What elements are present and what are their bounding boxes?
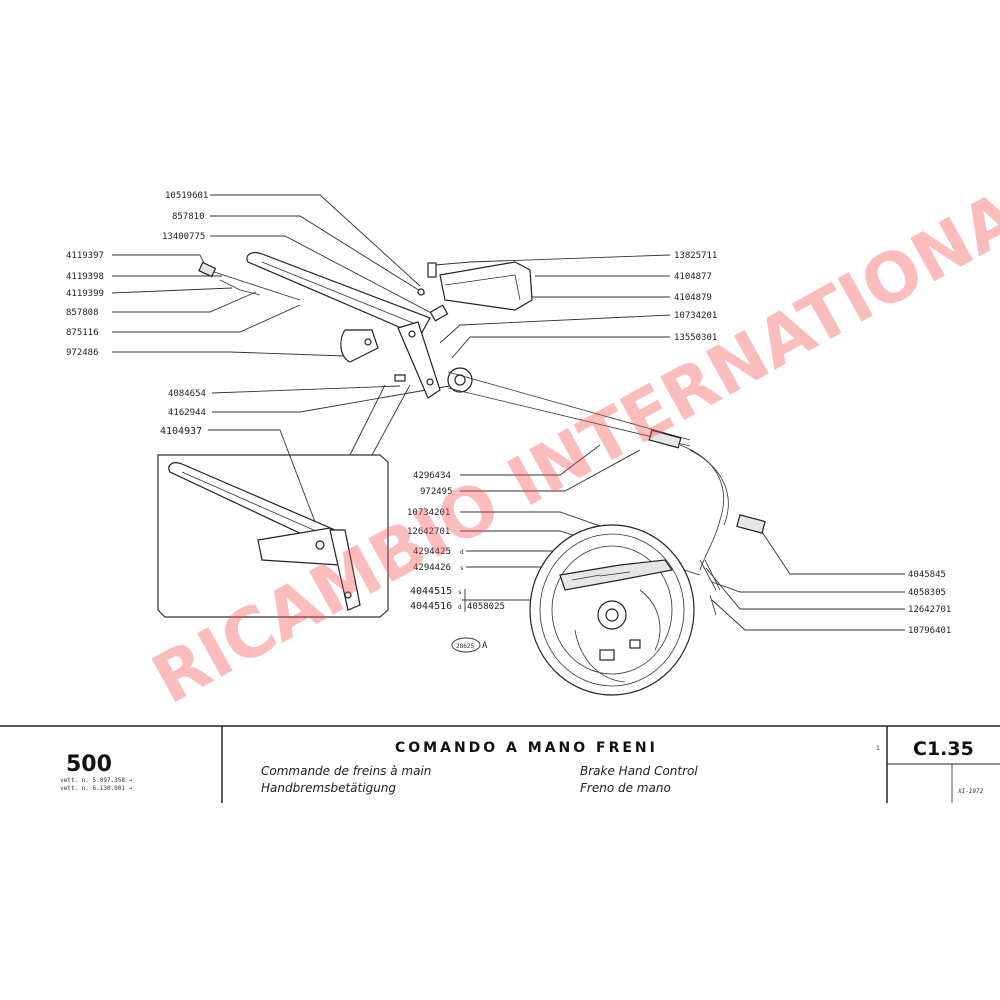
label-12642701-mid: 12642701 — [407, 527, 450, 537]
label-4045845: 4045845 — [908, 570, 946, 580]
revision-mark: 1 — [876, 745, 880, 752]
cable-pulley — [447, 367, 729, 571]
marker-4044516: d — [458, 604, 462, 611]
label-4044515: 4044515 — [410, 586, 452, 597]
title-spanish: Freno de mano — [580, 781, 671, 795]
drawing-ref-suffix: A — [482, 641, 488, 651]
marker-4294426: s — [460, 565, 464, 572]
label-857810: 857810 — [172, 212, 205, 222]
clip-part — [736, 514, 766, 534]
label-12642701-right: 12642701 — [908, 605, 951, 615]
label-10796401: 10796401 — [908, 626, 951, 636]
label-4119397: 4119397 — [66, 251, 104, 261]
label-13550301: 13550301 — [674, 333, 717, 343]
label-4058025: 4058025 — [467, 602, 505, 612]
label-10734201-mid: 10734201 — [407, 508, 450, 518]
chassis-range-1: vett. n. 5.097.358 → — [60, 777, 133, 784]
mounting-bracket — [427, 261, 533, 311]
model-number: 500 — [66, 752, 112, 777]
inset-detail — [157, 384, 411, 618]
label-875116: 875116 — [66, 328, 99, 338]
label-10519601: 10519601 — [165, 191, 208, 201]
left-leader-lines — [111, 194, 456, 536]
handbrake-lever — [198, 251, 449, 399]
label-4044516: 4044516 — [410, 601, 452, 612]
title-german: Handbremsbetätigung — [261, 781, 396, 795]
right-labels: 13825711 4104877 4104879 10734201 135503… — [674, 251, 951, 636]
label-972486: 972486 — [66, 348, 99, 358]
label-4294426: 4294426 — [413, 563, 451, 573]
table-code: C1.35 — [913, 738, 974, 760]
drawing-reference: 28625 A — [451, 637, 488, 653]
label-13400775: 13400775 — [162, 232, 205, 242]
marker-4294425: d — [460, 549, 464, 556]
label-4058305: 4058305 — [908, 588, 946, 598]
label-4294425: 4294425 — [413, 547, 451, 557]
right-leader-lines — [434, 254, 905, 631]
chassis-range-2: vett. n. 6.130.001 → — [60, 785, 133, 792]
label-4104879: 4104879 — [674, 293, 712, 303]
label-972495: 972495 — [420, 487, 453, 497]
label-4104877: 4104877 — [674, 272, 712, 282]
issue-date: XI-1972 — [957, 788, 984, 795]
marker-4044515: s — [458, 589, 462, 596]
label-4119398: 4119398 — [66, 272, 104, 282]
brake-backplate — [529, 524, 721, 696]
title-block: 500 vett. n. 5.097.358 → vett. n. 6.130.… — [0, 725, 1000, 803]
label-4119399: 4119399 — [66, 289, 104, 299]
label-857808: 857808 — [66, 308, 99, 318]
label-4104937: 4104937 — [160, 426, 202, 437]
center-labels: 4296434 972495 10734201 12642701 4294425… — [407, 471, 505, 612]
title-english: Brake Hand Control — [580, 764, 698, 778]
label-4296434: 4296434 — [413, 471, 451, 481]
left-labels: 10519601 857810 13400775 4119397 4119398… — [66, 191, 208, 437]
label-4084654: 4084654 — [168, 389, 206, 399]
drawing-ref-number: 28625 — [456, 643, 474, 650]
label-10734201-top: 10734201 — [674, 311, 717, 321]
label-13825711: 13825711 — [674, 251, 717, 261]
title-french: Commande de freins à main — [261, 764, 431, 778]
label-4162944: 4162944 — [168, 408, 206, 418]
title-italian: COMANDO A MANO FRENI — [395, 740, 658, 756]
